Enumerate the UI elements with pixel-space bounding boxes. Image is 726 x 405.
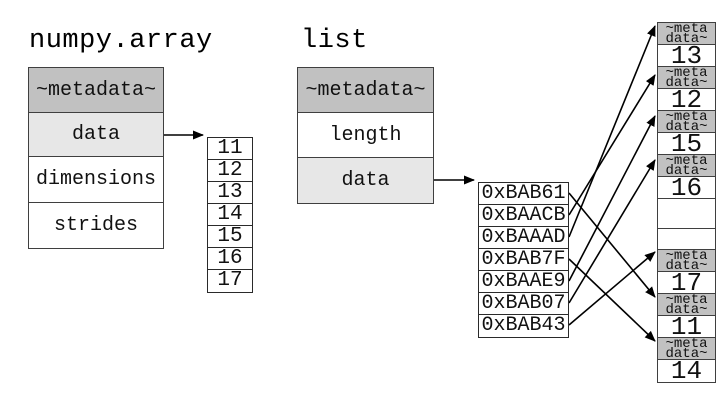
- heap-value: 13: [658, 43, 715, 69]
- heap-value: 17: [658, 270, 715, 296]
- heap-value: 11: [658, 314, 715, 340]
- pointer-arrow-0xBAB61: [568, 192, 656, 298]
- numpy-row-data: data: [29, 113, 163, 157]
- pointer-cell: 0xBAAE9: [479, 271, 568, 293]
- heap-value: 14: [658, 358, 715, 384]
- list-row-metadata: ~metadata~: [298, 68, 433, 113]
- pointer-arrow-0xBAACB: [568, 74, 656, 216]
- list-title: list: [301, 26, 368, 56]
- heap-meta-header: ~meta data~: [658, 293, 715, 317]
- pointer-cell: 0xBAB07: [479, 293, 568, 315]
- list-row-length: length: [298, 113, 433, 158]
- heap-meta-header: ~meta data~: [658, 249, 715, 273]
- heap-meta-header: ~meta data~: [658, 110, 715, 134]
- pointer-arrow-0xBAAE9: [568, 115, 656, 282]
- buffer-cell: 16: [208, 248, 252, 270]
- list-pointer-array: 0xBAB61 0xBAACB 0xBAAAD 0xBAB7F 0xBAAE9 …: [478, 182, 569, 338]
- numpy-array-title: numpy.array: [29, 26, 213, 56]
- heap-meta-header: ~meta data~: [658, 337, 715, 361]
- numpy-row-metadata: ~metadata~: [29, 68, 163, 113]
- pointer-cell: 0xBAAAD: [479, 227, 568, 249]
- buffer-cell: 11: [208, 138, 252, 160]
- heap-value: 12: [658, 87, 715, 113]
- buffer-cell: 14: [208, 204, 252, 226]
- heap-value: 15: [658, 131, 715, 157]
- numpy-row-strides: strides: [29, 203, 163, 248]
- heap-meta-header: ~meta data~: [658, 22, 715, 46]
- pointer-cell: 0xBAB61: [479, 183, 568, 205]
- heap-meta-header: ~meta data~: [658, 154, 715, 178]
- buffer-cell: 12: [208, 160, 252, 182]
- pointer-cell: 0xBAB43: [479, 315, 568, 337]
- list-struct: ~metadata~ length data: [297, 67, 434, 204]
- pointer-cell: 0xBAB7F: [479, 249, 568, 271]
- buffer-cell: 17: [208, 270, 252, 292]
- numpy-array-struct: ~metadata~ data dimensions strides: [28, 67, 164, 249]
- heap-empty-cell: [658, 229, 715, 250]
- heap-objects-column: ~meta data~ 13 ~meta data~ 12 ~meta data…: [657, 22, 716, 384]
- heap-value: 16: [658, 175, 715, 201]
- numpy-data-buffer: 11 12 13 14 15 16 17: [207, 137, 253, 293]
- pointer-arrow-0xBAAAD: [568, 25, 656, 238]
- pointer-cell: 0xBAACB: [479, 205, 568, 227]
- pointer-arrow-0xBAB07: [568, 159, 656, 304]
- numpy-row-dimensions: dimensions: [29, 157, 163, 203]
- heap-meta-header: ~meta data~: [658, 66, 715, 90]
- pointer-arrow-0xBAB43: [568, 251, 656, 326]
- buffer-cell: 15: [208, 226, 252, 248]
- buffer-cell: 13: [208, 182, 252, 204]
- heap-empty-cell: [658, 199, 715, 229]
- list-row-data: data: [298, 158, 433, 203]
- pointer-arrow-0xBAB7F: [568, 258, 656, 342]
